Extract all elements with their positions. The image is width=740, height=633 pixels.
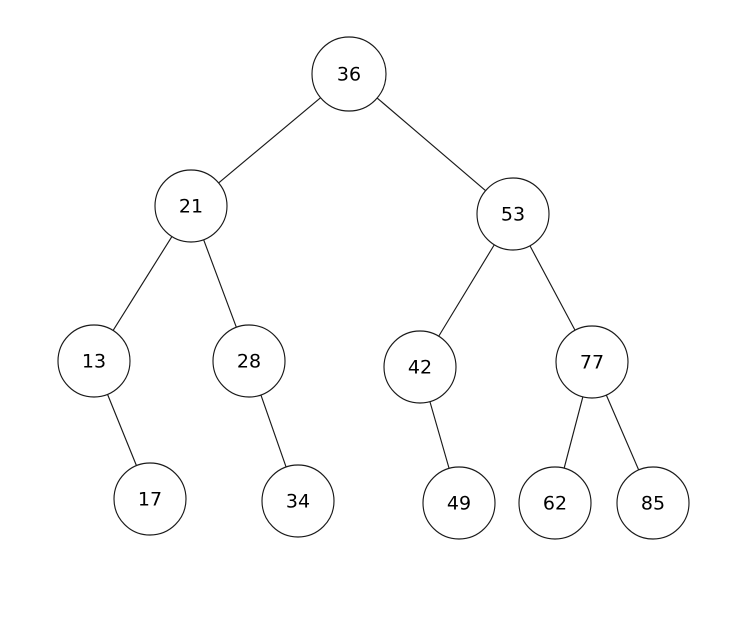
node-label-85: 85 [641, 493, 665, 515]
tree-edge-21-to-13 [112, 235, 173, 332]
node-circle-28[interactable] [212, 324, 286, 398]
tree-edge-53-to-77 [529, 245, 576, 331]
node-circle-34[interactable] [261, 464, 335, 538]
node-label-49: 49 [447, 493, 471, 515]
node-label-53: 53 [501, 204, 525, 226]
tree-node-36[interactable]: 36 [311, 36, 387, 112]
node-label-28: 28 [237, 351, 261, 373]
node-label-62: 62 [543, 493, 567, 515]
tree-edge-13-to-17 [106, 393, 138, 467]
node-circle-17[interactable] [113, 462, 187, 536]
tree-node-21[interactable]: 21 [154, 169, 228, 243]
tree-edge-77-to-62 [563, 396, 584, 469]
tree-edges-group [106, 97, 640, 471]
tree-nodes-group: 36 21 53 13 28 42 77 17 34 49 62 85 [57, 36, 690, 540]
node-label-34: 34 [286, 491, 310, 513]
tree-node-62[interactable]: 62 [518, 466, 592, 540]
node-circle-77[interactable] [555, 325, 629, 399]
node-label-77: 77 [580, 352, 604, 374]
tree-edge-28-to-34 [260, 394, 287, 468]
tree-node-13[interactable]: 13 [57, 324, 131, 398]
tree-node-42[interactable]: 42 [383, 330, 457, 404]
tree-node-77[interactable]: 77 [555, 325, 629, 399]
tree-edge-53-to-42 [438, 244, 495, 337]
tree-node-53[interactable]: 53 [476, 177, 550, 251]
node-circle-42[interactable] [383, 330, 457, 404]
node-circle-62[interactable] [518, 466, 592, 540]
tree-edge-36-to-21 [218, 97, 322, 184]
node-circle-36[interactable] [311, 36, 387, 112]
node-circle-85[interactable] [616, 466, 690, 540]
tree-edge-21-to-28 [203, 239, 237, 328]
node-label-17: 17 [138, 489, 162, 511]
node-circle-53[interactable] [476, 177, 550, 251]
tree-edge-42-to-49 [429, 401, 450, 469]
node-label-21: 21 [179, 196, 203, 218]
tree-node-28[interactable]: 28 [212, 324, 286, 398]
node-circle-49[interactable] [422, 466, 496, 540]
node-circle-21[interactable] [154, 169, 228, 243]
tree-node-34[interactable]: 34 [261, 464, 335, 538]
node-circle-13[interactable] [57, 324, 131, 398]
node-label-36: 36 [337, 64, 361, 86]
tree-node-17[interactable]: 17 [113, 462, 187, 536]
node-label-42: 42 [408, 357, 432, 379]
tree-edge-36-to-53 [376, 97, 487, 192]
tree-node-85[interactable]: 85 [616, 466, 690, 540]
tree-edge-77-to-85 [605, 394, 640, 471]
tree-node-49[interactable]: 49 [422, 466, 496, 540]
node-label-13: 13 [82, 351, 106, 373]
